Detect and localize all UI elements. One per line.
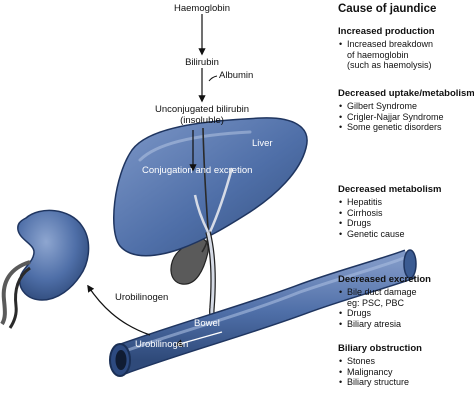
cause-list: Hepatitis Cirrhosis Drugs Genetic cause <box>338 197 474 239</box>
cause-item: Biliary structure <box>338 377 474 388</box>
hepatic-duct <box>201 127 209 253</box>
cause-item: Genetic cause <box>338 229 474 240</box>
label-unconjugated-bilirubin: Unconjugated bilirubin <box>154 104 249 115</box>
cause-list: Stones Malignancy Biliary structure <box>338 356 474 388</box>
cause-decreased-excretion: Decreased excretion Bile duct damage eg:… <box>338 274 474 329</box>
cause-list: Bile duct damage eg: PSC, PBC Drugs Bili… <box>338 287 474 329</box>
label-conjugation-excretion: Conjugation and excretion <box>142 165 253 176</box>
cause-item: Drugs <box>338 308 474 319</box>
cause-item: Increased breakdown of haemoglobin (such… <box>338 39 474 71</box>
cause-item: Malignancy <box>338 367 474 378</box>
label-bilirubin: Bilirubin <box>185 57 219 68</box>
label-liver: Liver <box>252 138 273 149</box>
cause-biliary-obstruction: Biliary obstruction Stones Malignancy Bi… <box>338 343 474 388</box>
cause-item: Stones <box>338 356 474 367</box>
arrow-to-kidney <box>87 284 151 336</box>
cause-item: Hepatitis <box>338 197 474 208</box>
cause-decreased-uptake: Decreased uptake/metabolism Gilbert Synd… <box>338 88 474 133</box>
cause-item: Some genetic disorders <box>338 122 474 133</box>
bowel-highlight <box>127 256 405 352</box>
renal-vessel-1 <box>0 260 31 326</box>
cause-title: Decreased metabolism <box>338 184 442 195</box>
liver-highlight <box>138 130 252 162</box>
bowel-end-right <box>403 249 417 279</box>
kidney <box>17 209 90 301</box>
label-insoluble: (insoluble) <box>180 115 224 126</box>
cause-increased-production: Increased production Increased breakdown… <box>338 26 474 71</box>
liver <box>113 117 308 257</box>
cause-item: Cirrhosis <box>338 208 474 219</box>
cause-title: Decreased uptake/metabolism <box>338 88 474 99</box>
label-albumin: Albumin <box>219 70 254 81</box>
renal-vessel-2 <box>8 266 31 329</box>
arrow-bowel-flow <box>174 331 223 348</box>
bowel-opening-inner <box>115 350 127 370</box>
causes-title: Cause of jaundice <box>338 3 437 15</box>
cause-title: Biliary obstruction <box>338 343 422 354</box>
cause-item: Crigler-Najjar Syndrome <box>338 112 474 123</box>
duct-lumen-left <box>193 194 210 233</box>
bowel-body <box>115 250 415 374</box>
cause-list: Gilbert Syndrome Crigler-Najjar Syndrome… <box>338 101 474 133</box>
cause-decreased-metabolism: Decreased metabolism Hepatitis Cirrhosis… <box>338 184 474 239</box>
label-urobilinogen-to-kidney: Urobilinogen <box>115 292 169 303</box>
cause-item: Gilbert Syndrome <box>338 101 474 112</box>
label-bowel: Bowel <box>194 318 220 329</box>
label-urobilinogen-in-bowel: Urobilinogen <box>135 339 189 350</box>
label-haemoglobin: Haemoglobin <box>174 3 230 14</box>
cause-item: Biliary atresia <box>338 319 474 330</box>
cause-title: Increased production <box>338 26 435 37</box>
albumin-connector <box>208 75 218 82</box>
cause-item: Bile duct damage eg: PSC, PBC <box>338 287 474 308</box>
cause-item: Drugs <box>338 218 474 229</box>
cause-list: Increased breakdown of haemoglobin (such… <box>338 39 474 71</box>
cause-title: Decreased excretion <box>338 274 431 285</box>
duct-lumen-right <box>208 167 234 233</box>
